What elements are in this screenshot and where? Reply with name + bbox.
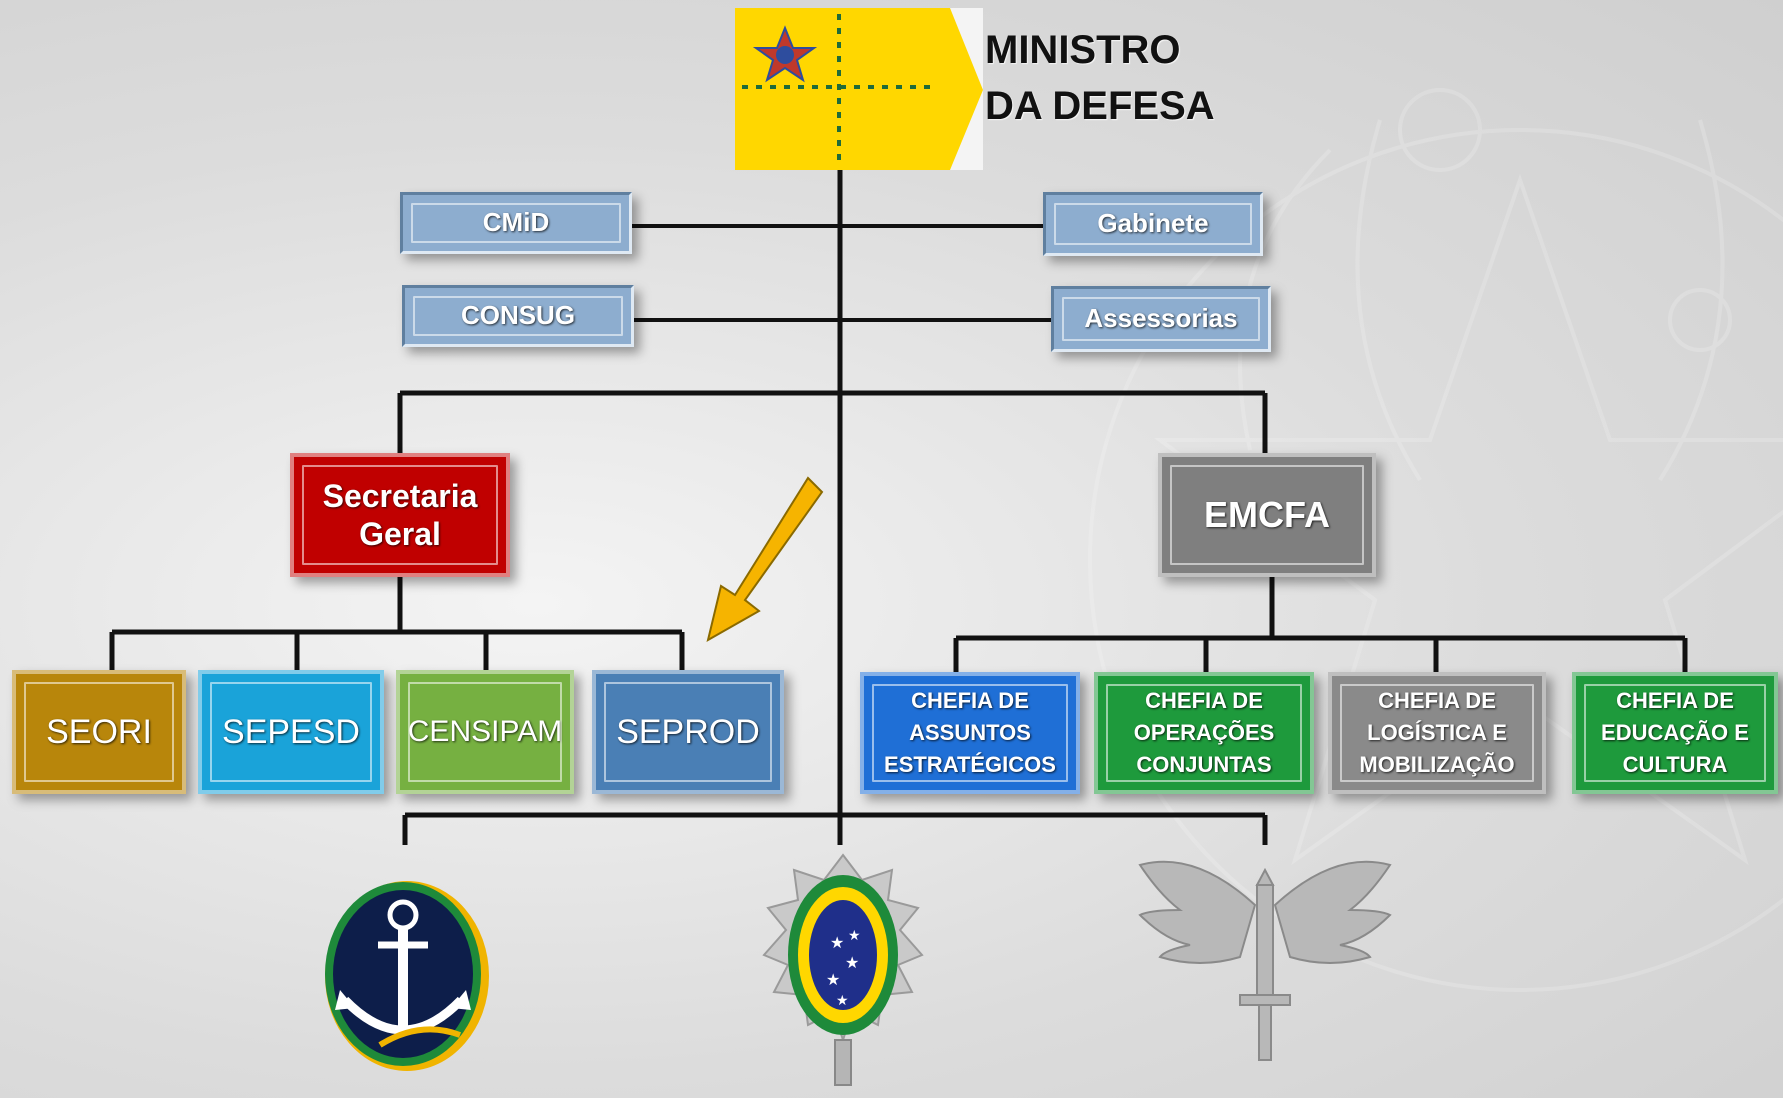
sepesd-label: SEPESD bbox=[222, 712, 360, 751]
svg-text:★: ★ bbox=[826, 970, 840, 989]
ministry-title: MINISTRO DA DEFESA bbox=[985, 22, 1215, 134]
seprod-label: SEPROD bbox=[616, 712, 760, 751]
chefia-line: CHEFIA DE bbox=[1616, 688, 1734, 714]
svg-text:★: ★ bbox=[836, 993, 849, 1009]
title-line-1: MINISTRO bbox=[985, 28, 1181, 72]
chefia-line: MOBILIZAÇÃO bbox=[1359, 751, 1515, 777]
chefia-line: ESTRATÉGICOS bbox=[884, 751, 1056, 777]
consug-box[interactable]: CONSUG bbox=[402, 285, 634, 347]
chefia-line: CHEFIA DE bbox=[1378, 688, 1496, 714]
secretaria-line-2: Geral bbox=[359, 516, 441, 552]
secretaria-geral-box[interactable]: Secretaria Geral bbox=[290, 453, 510, 577]
chefia-line: OPERAÇÕES bbox=[1133, 720, 1275, 746]
navy-emblem-icon bbox=[325, 881, 489, 1071]
cmid-box[interactable]: CMiD bbox=[400, 192, 632, 254]
emcfa-box[interactable]: EMCFA bbox=[1158, 453, 1376, 577]
chefia-line: EDUCAÇÃO E bbox=[1601, 720, 1749, 746]
seori-box[interactable]: SEORI bbox=[12, 670, 186, 794]
svg-text:★: ★ bbox=[848, 928, 861, 944]
chefia-line: CULTURA bbox=[1622, 751, 1728, 777]
cmid-label: CMiD bbox=[482, 207, 550, 238]
gabinete-box[interactable]: Gabinete bbox=[1043, 192, 1263, 256]
assessorias-box[interactable]: Assessorias bbox=[1051, 286, 1271, 352]
consug-label: CONSUG bbox=[460, 300, 576, 331]
air-force-emblem-icon bbox=[1138, 860, 1392, 1061]
flag-icon bbox=[735, 8, 983, 170]
svg-text:★: ★ bbox=[845, 953, 859, 972]
chefia-assuntos-estrategicos-box[interactable]: CHEFIA DE ASSUNTOS ESTRATÉGICOS bbox=[860, 672, 1080, 794]
chefia-line: CHEFIA DE bbox=[1145, 688, 1263, 714]
chefia-line: CHEFIA DE bbox=[911, 688, 1029, 714]
seprod-box[interactable]: SEPROD bbox=[592, 670, 784, 794]
censipam-box[interactable]: CENSIPAM bbox=[396, 670, 574, 794]
emcfa-label: EMCFA bbox=[1204, 494, 1330, 536]
chefia-operacoes-conjuntas-box[interactable]: CHEFIA DE OPERAÇÕES CONJUNTAS bbox=[1094, 672, 1314, 794]
assessorias-label: Assessorias bbox=[1084, 303, 1238, 334]
chefia-line: ASSUNTOS bbox=[909, 720, 1031, 746]
seori-label: SEORI bbox=[46, 712, 152, 751]
chefia-line: CONJUNTAS bbox=[1136, 751, 1272, 777]
gabinete-label: Gabinete bbox=[1097, 208, 1209, 239]
chefia-educacao-cultura-box[interactable]: CHEFIA DE EDUCAÇÃO E CULTURA bbox=[1572, 672, 1778, 794]
svg-text:★: ★ bbox=[830, 933, 844, 952]
army-emblem-icon: ★ ★ ★ ★ ★ bbox=[762, 853, 924, 1086]
censipam-label: CENSIPAM bbox=[407, 715, 563, 748]
arrow-icon bbox=[706, 476, 824, 643]
title-line-2: DA DEFESA bbox=[985, 84, 1215, 128]
chefia-line: LOGÍSTICA E bbox=[1367, 720, 1507, 746]
sepesd-box[interactable]: SEPESD bbox=[198, 670, 384, 794]
secretaria-line-1: Secretaria bbox=[322, 477, 478, 514]
chefia-logistica-mobilizacao-box[interactable]: CHEFIA DE LOGÍSTICA E MOBILIZAÇÃO bbox=[1328, 672, 1546, 794]
